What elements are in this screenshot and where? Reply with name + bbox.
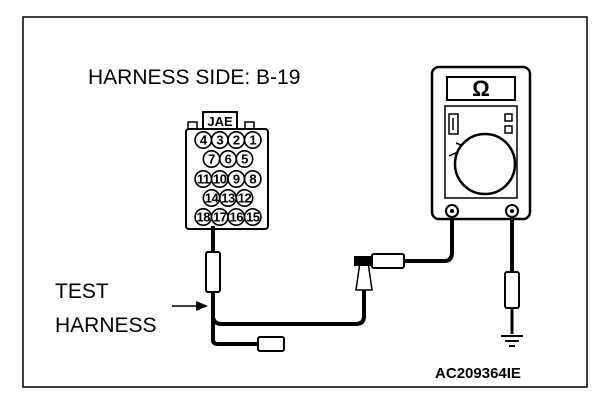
meter-display [446,76,516,101]
test-harness-label-line1: TEST [55,280,109,303]
connector-pin-1 [243,131,262,150]
meter-terminal-positive-center [450,209,454,213]
connector-pin-label: 16 [230,210,244,225]
connector-pin-label: 5 [241,152,248,167]
connector-pin-label: 13 [221,191,235,206]
test-harness [205,226,366,352]
connector-pin-label: 12 [238,191,252,206]
connector-pin-label: 18 [197,210,211,225]
connector-pin-label: 1 [249,133,256,148]
ground-probe-handle [504,271,520,309]
meter-ohm-symbol: Ω [472,76,490,101]
connector-pin-label: 3 [216,133,223,148]
connector-pin-8 [243,170,262,189]
meter-probe-tip [364,256,372,266]
test-harness-label-line2: HARNESS [55,314,157,337]
connector-pin-label: 15 [246,210,260,225]
meter-terminal-negative-center [510,209,514,213]
figure-code: AC209364IE [435,365,521,382]
connector-pin-label: 8 [249,172,256,187]
harness-side-label: HARNESS SIDE: B-19 [88,66,300,89]
test-harness-end-connector [257,336,285,352]
connector-pin-5 [235,150,254,169]
ohmmeter: Ω [430,65,532,221]
connector-pin-label: 17 [213,210,227,225]
meter-positive-lead [404,212,454,263]
ground-lead [501,217,523,347]
connector-pin-15 [243,208,262,227]
connector-brand-label: JAE [207,114,233,129]
clip-head [354,256,372,266]
connector-pin-label: 14 [205,191,220,206]
meter-lead-wire [211,290,366,326]
connector-pin-label: 2 [233,133,240,148]
meter-probe [354,212,454,291]
test-harness-wire [211,292,258,346]
connector-pin-label: 11 [197,172,210,187]
meter-dial [453,132,517,196]
meter-button-top [504,113,513,122]
connector-pin-label: 4 [200,133,208,148]
probe-sleeve [205,251,221,293]
connector-pin-label: 6 [225,152,232,167]
connector-pin-label: 10 [213,172,227,187]
test-harness-arrow-head [196,301,208,311]
connector-pin-label: 9 [233,172,240,187]
connector-pin-label: 7 [208,152,215,167]
meter-probe-handle [371,253,405,269]
connector-pin-12 [235,189,254,208]
meter-button-bottom [504,125,513,134]
